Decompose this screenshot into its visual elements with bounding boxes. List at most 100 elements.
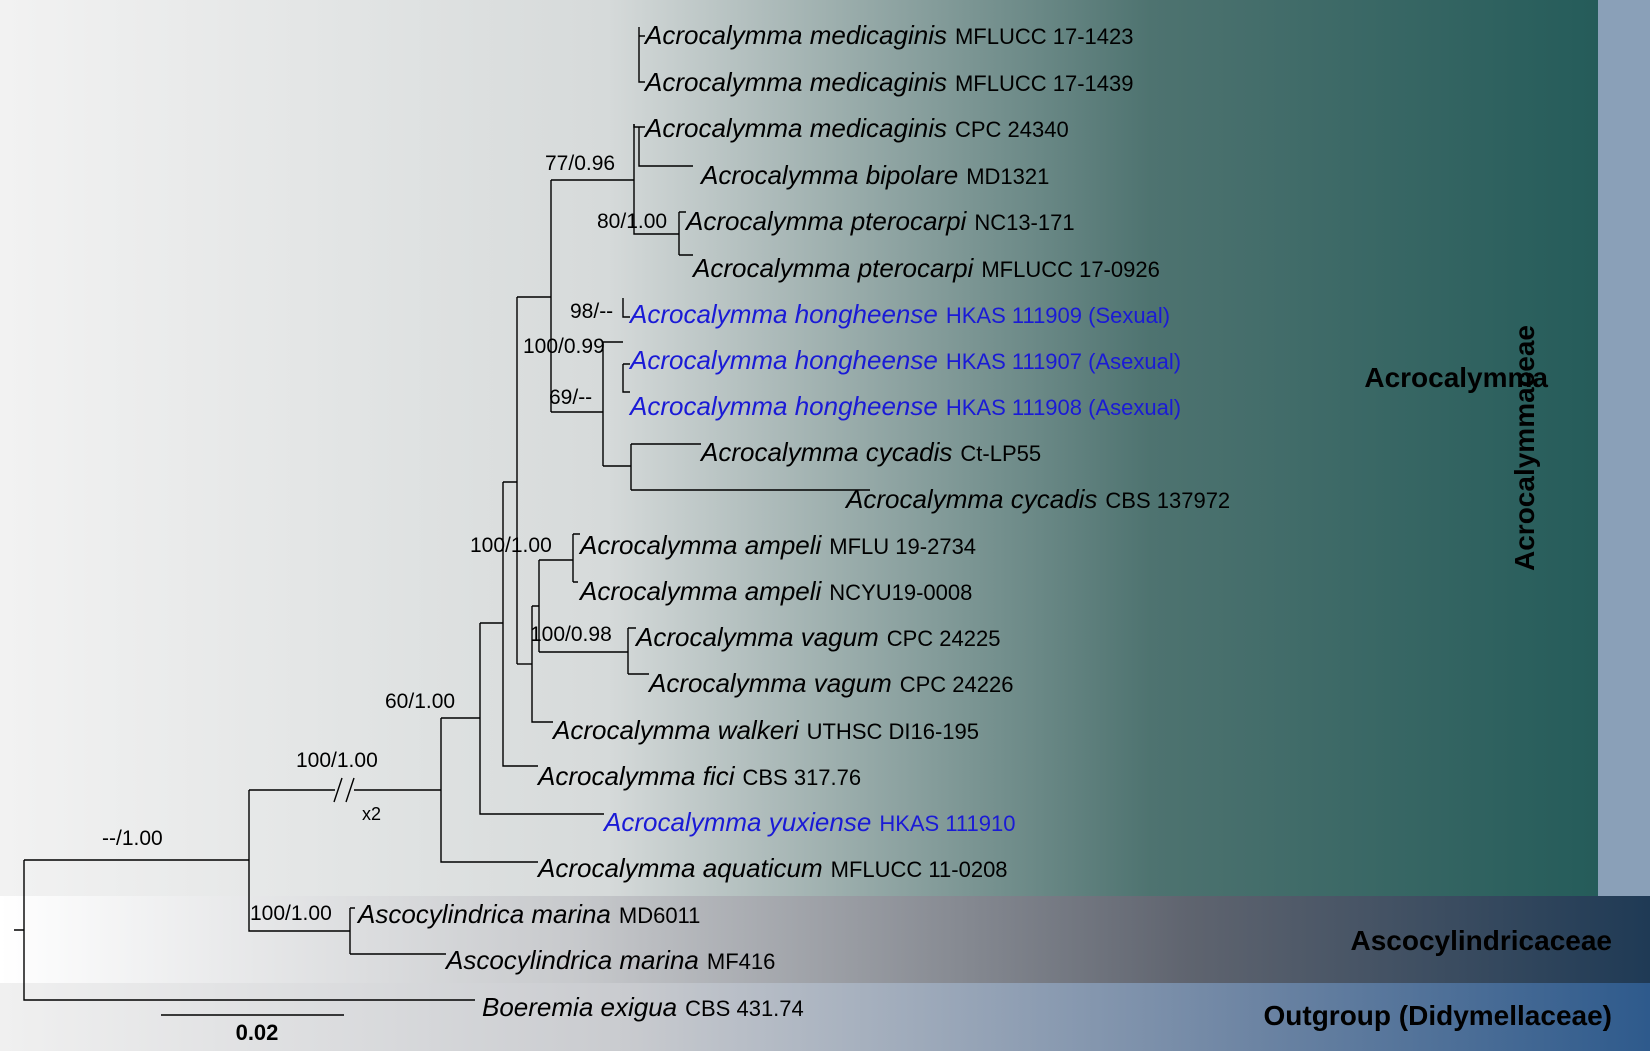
branch [638, 27, 645, 83]
strain-code: MFLUCC 11-0208 [831, 857, 1008, 882]
support-value: 100/1.00 [250, 902, 332, 925]
support-value: 100/0.99 [523, 335, 605, 358]
species-name: Acrocalymma medicaginis [643, 67, 947, 97]
species-name: Acrocalymma pterocarpi [684, 206, 968, 236]
taxon-label: Acrocalymma cycadis Ct-LP55 [699, 437, 1041, 467]
branch [622, 298, 630, 393]
taxon-label: Acrocalymma medicaginis CPC 24340 [643, 113, 1069, 143]
clade-label-ascocylindricaceae: Ascocylindricaceae [1351, 925, 1613, 956]
species-name: Acrocalymma ampeli [578, 530, 823, 560]
branch [479, 622, 604, 815]
branch [502, 481, 538, 767]
species-name: Boeremia exigua [482, 992, 677, 1022]
taxon-label: Boeremia exigua CBS 431.74 [482, 992, 804, 1022]
species-name: Acrocalymma medicaginis [643, 20, 947, 50]
branch [638, 127, 693, 167]
outgroup-band [0, 983, 1650, 1051]
strain-code: Ct-LP55 [960, 441, 1041, 466]
support-value: 80/1.00 [597, 210, 667, 233]
clade-label-family: Acrocalymmaceae [1509, 325, 1540, 571]
species-name: Acrocalymma pterocarpi [691, 253, 975, 283]
strain-code: MD6011 [619, 903, 701, 928]
taxon-label: Acrocalymma cycadis CBS 137972 [844, 484, 1230, 514]
strain-code: CPC 24226 [900, 672, 1014, 697]
branch [602, 341, 631, 467]
taxon-label: Ascocylindrica marina MF416 [444, 945, 775, 975]
strain-code: MD1321 [966, 164, 1049, 189]
species-name: Ascocylindrica marina [444, 945, 699, 975]
species-name: Acrocalymma hongheense [628, 345, 938, 375]
taxon-label: Acrocalymma hongheense HKAS 111908 (Asexu… [628, 391, 1181, 421]
branch [633, 124, 693, 256]
strain-code: MF416 [707, 949, 775, 974]
species-name: Acrocalymma cycadis [699, 437, 952, 467]
taxon-label: Acrocalymma medicaginis MFLUCC 17-1439 [643, 67, 1134, 97]
branch [630, 443, 870, 491]
taxon-label: Acrocalymma walkeri UTHSC DI16-195 [551, 715, 979, 745]
support-value: 100/1.00 [296, 749, 378, 772]
species-name: Ascocylindrica marina [356, 899, 611, 929]
branch [572, 533, 580, 583]
support-value: 69/-- [549, 386, 592, 409]
taxon-label: Acrocalymma vagum CPC 24226 [647, 668, 1013, 698]
strain-code: CBS 431.74 [685, 996, 804, 1021]
family-band [1598, 0, 1650, 896]
strain-code: UTHSC DI16-195 [807, 719, 979, 744]
strain-code: HKAS 111908 (Asexual) [946, 395, 1181, 420]
species-name: Acrocalymma bipolare [699, 160, 958, 190]
species-name: Acrocalymma aquaticum [536, 853, 823, 883]
branch [516, 296, 551, 664]
strain-code: MFLUCC 17-1423 [955, 24, 1134, 49]
scale-bar-label: 0.02 [236, 1020, 279, 1045]
branch [550, 179, 634, 412]
branch [531, 605, 553, 723]
species-name: Acrocalymma medicaginis [643, 113, 947, 143]
taxon-label: Acrocalymma hongheense HKAS 111909 (Sexua… [628, 299, 1170, 329]
taxon-label: Acrocalymma medicaginis MFLUCC 17-1423 [643, 20, 1134, 50]
strain-code: CBS 137972 [1105, 488, 1230, 513]
species-name: Acrocalymma vagum [634, 622, 879, 652]
taxon-label: Acrocalymma aquaticum MFLUCC 11-0208 [536, 853, 1008, 883]
branch [248, 790, 350, 932]
branch [14, 860, 475, 1001]
clade-label-genus: Acrocalymma [1364, 362, 1548, 393]
species-name: Acrocalymma hongheense [628, 299, 938, 329]
taxon-label: Ascocylindrica marina MD6011 [356, 899, 700, 929]
acrocalymma-band [0, 0, 1598, 896]
strain-code: HKAS 111909 (Sexual) [946, 303, 1170, 328]
species-name: Acrocalymma fici [536, 761, 736, 791]
strain-code: CPC 24340 [955, 117, 1069, 142]
tree-branches [14, 27, 870, 1001]
support-value: 98/-- [570, 300, 613, 323]
species-name: Acrocalymma ampeli [578, 576, 823, 606]
support-value: 60/1.00 [385, 690, 455, 713]
branch [440, 717, 538, 863]
support-value: 100/0.98 [530, 623, 612, 646]
branch [539, 627, 649, 675]
strain-code: CBS 317.76 [742, 765, 861, 790]
clade-label-outgroup: Outgroup (Didymellaceae) [1263, 1000, 1612, 1031]
strain-code: MFLUCC 17-1439 [955, 71, 1134, 96]
branch-break-mark [333, 777, 355, 803]
species-name: Acrocalymma walkeri [551, 715, 800, 745]
branch-break-label: x2 [362, 804, 381, 824]
taxon-label: Acrocalymma vagum CPC 24225 [634, 622, 1000, 652]
species-name: Acrocalymma cycadis [844, 484, 1097, 514]
species-name: Acrocalymma hongheense [628, 391, 938, 421]
strain-code: MFLUCC 17-0926 [981, 257, 1160, 282]
strain-code: MFLU 19-2734 [829, 534, 976, 559]
strain-code: CPC 24225 [887, 626, 1001, 651]
species-name: Acrocalymma vagum [647, 668, 892, 698]
support-value: 100/1.00 [470, 534, 552, 557]
support-value: 77/0.96 [545, 152, 615, 175]
taxon-label: Acrocalymma bipolare MD1321 [699, 160, 1049, 190]
